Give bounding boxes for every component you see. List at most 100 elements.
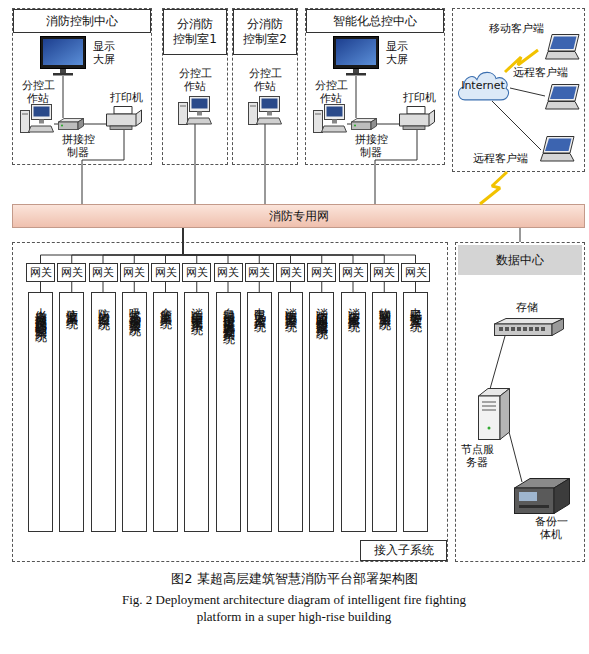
group-frame: 移动客户端远程客户端远程客户端Internet <box>452 8 585 172</box>
remote-client-devices <box>492 35 579 162</box>
network-band: 消防专用网 <box>12 204 585 228</box>
connector-line <box>183 228 416 263</box>
device-label: 打印机 <box>403 91 443 104</box>
workstation-icon <box>314 105 347 133</box>
subsystem-box: 物联网监测系统 <box>372 292 397 532</box>
subsystem-box: 液位监测系统 <box>59 292 84 532</box>
smart-center-devices <box>314 37 435 166</box>
gateway-box: 网关 <box>276 263 305 282</box>
subsystem-box: 电子标签管理系统 <box>403 292 428 532</box>
subsystem-box: 消防应急照明和疏散指示系统 <box>309 292 334 532</box>
device-label: 打印机 <box>110 91 150 104</box>
gateway-box: 网关 <box>339 263 368 282</box>
workstation-icon <box>249 97 282 125</box>
connector-line <box>166 228 184 263</box>
group-frame: 智能化总控中心显示大屏分控工作站打印机拼接控制器 <box>305 8 445 165</box>
display-screen-icon <box>334 37 379 76</box>
storage-icon <box>495 319 564 336</box>
device-label: 远程客户端 <box>513 66 568 79</box>
internet-cloud: Internet <box>455 68 511 102</box>
gateway-box: 网关 <box>401 263 430 282</box>
connector-line <box>103 282 104 292</box>
connector-line <box>183 228 291 263</box>
connector-line <box>183 228 322 263</box>
group-heading: 接入子系统 <box>360 540 447 561</box>
group-heading: 数据中心 <box>458 245 582 275</box>
group-heading: 智能化总控中心 <box>306 9 444 33</box>
data-center-devices <box>479 319 570 514</box>
group-frame: 分消防控制室2 分控工作站 <box>232 8 298 165</box>
gateway-label: 网关 <box>186 266 208 279</box>
cloud-label: Internet <box>461 79 505 92</box>
device-label: 移动客户端 <box>489 22 544 35</box>
device-label: 分控工作站 <box>312 79 350 105</box>
connector-line <box>183 228 384 263</box>
gateway-box: 网关 <box>182 263 211 282</box>
gateway-label: 网关 <box>342 266 364 279</box>
subsystem-label: 物联网监测系统 <box>378 299 391 531</box>
connector-line <box>103 228 183 263</box>
connector-line <box>165 282 166 292</box>
group-heading: 消防控制中心 <box>13 9 151 33</box>
laptop-icon <box>546 35 580 60</box>
splice-controller-icon <box>352 119 377 130</box>
device-label: 节点服务器 <box>458 443 496 469</box>
subsystem-label: 消防自动末端试水系统 <box>190 299 203 531</box>
gateway-label: 网关 <box>61 266 83 279</box>
figure-caption: 图2 某超高层建筑智慧消防平台部署架构图 <box>0 570 589 587</box>
server-icon <box>479 389 510 440</box>
gateway-box: 网关 <box>120 263 149 282</box>
subsystem-box: 防火门监控系统 <box>91 292 116 532</box>
subsystem-box: 火灾自动报警及消防联动控制系统 <box>28 292 53 532</box>
group-heading: 分消防控制室2 <box>233 9 297 55</box>
device-label: 分控工作站 <box>246 67 284 93</box>
subsystem-box: 消防自动末端试水系统 <box>184 292 209 532</box>
connector-line <box>134 282 135 292</box>
gateway-label: 网关 <box>217 266 239 279</box>
subsystem-box: 电气火灾监控系统 <box>247 292 272 532</box>
subsystem-label: 电子标签管理系统 <box>409 299 422 531</box>
subsystem-label: 电气火灾监控系统 <box>253 299 266 531</box>
control-center-devices <box>21 37 142 166</box>
gateway-box: 网关 <box>370 263 399 282</box>
connector-line <box>196 282 197 292</box>
group-frame: 消防控制中心显示大屏分控工作站打印机拼接控制器 <box>12 8 152 165</box>
gateway-box: 网关 <box>214 263 243 282</box>
gateway-box: 网关 <box>26 263 55 282</box>
workstation-icon <box>21 105 54 133</box>
gateway-box: 网关 <box>151 263 180 282</box>
gateway-label: 网关 <box>373 266 395 279</box>
laptop-icon <box>546 85 580 110</box>
device-label: 分控工作站 <box>176 67 214 93</box>
network-label: 消防专用网 <box>269 210 329 223</box>
connector-line <box>375 165 376 204</box>
subsystem-label: 吸气式火灾探测报警系统 <box>128 299 141 531</box>
connector-line <box>353 282 354 292</box>
connector-line <box>415 282 416 292</box>
connector-line <box>183 228 353 263</box>
group-frame: 分消防控制室1分控工作站 <box>162 8 228 165</box>
device-label: 备份一体机 <box>532 515 570 541</box>
subsystem-label: 自动跟踪定位射流灭火装置控制系统 <box>222 299 235 531</box>
subsystem-box: 消防电源监控系统 <box>278 292 303 532</box>
connector-line <box>134 228 183 263</box>
subsystem-box: 消防应急广播系统 <box>341 292 366 532</box>
gateway-box: 网关 <box>245 263 274 282</box>
subsystem-label: 液位监测系统 <box>65 299 78 531</box>
device-label: 存储 <box>516 301 538 314</box>
gateway-box: 网关 <box>307 263 336 282</box>
printer-icon <box>107 107 142 130</box>
connector-line <box>72 228 183 263</box>
subsystem-label: 消防应急照明和疏散指示系统 <box>315 299 328 531</box>
connector-line <box>259 282 260 292</box>
connector-line <box>384 282 385 292</box>
subsystem-label: 消防应急广播系统 <box>347 299 360 531</box>
connector-line <box>321 282 322 292</box>
subsystem-box: 余压监测系统 <box>153 292 178 532</box>
subsystem-box: 吸气式火灾探测报警系统 <box>122 292 147 532</box>
subsystem-label: 防火门监控系统 <box>97 299 110 531</box>
connector-line <box>228 282 229 292</box>
device-label: 拼接控制器 <box>59 133 97 159</box>
connector-line <box>183 228 228 263</box>
